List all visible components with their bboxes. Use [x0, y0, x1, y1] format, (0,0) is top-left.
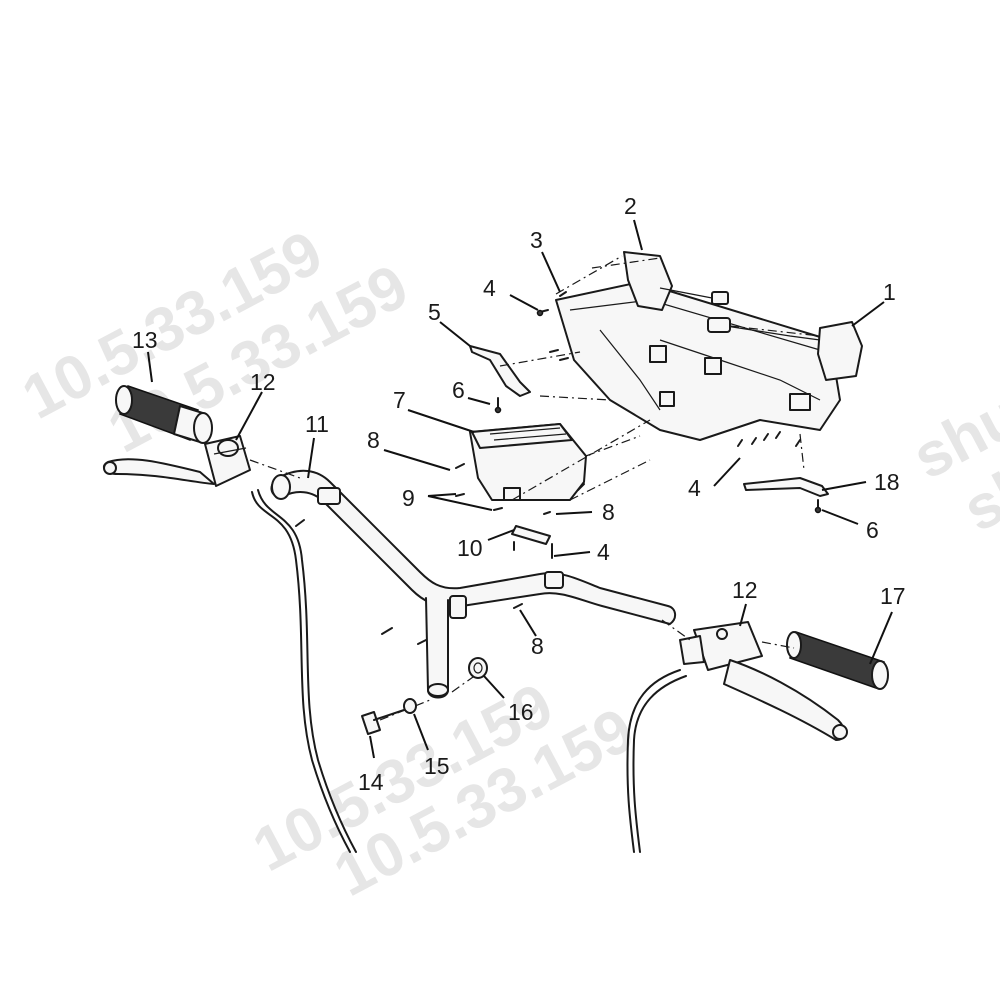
callout-8-upper: 8	[367, 427, 380, 453]
callout-3: 3	[530, 227, 543, 253]
meter-housing	[469, 423, 587, 501]
callout-16: 16	[508, 699, 534, 725]
callout-18: 18	[874, 469, 900, 495]
right-grip	[786, 631, 889, 690]
callout-9: 9	[402, 485, 415, 511]
leader-lines	[147, 219, 893, 759]
callout-10: 10	[457, 535, 483, 561]
left-bracket	[469, 345, 531, 397]
callout-2: 2	[624, 193, 637, 219]
right-lever	[679, 621, 848, 741]
right-bracket	[743, 477, 829, 497]
callout-1: 1	[883, 279, 896, 305]
left-switch	[623, 251, 729, 311]
bracket	[511, 525, 551, 545]
left-lever	[102, 435, 251, 487]
callout-8-right: 8	[602, 499, 615, 525]
callout-5: 5	[428, 299, 441, 325]
callout-12-right: 12	[732, 577, 758, 603]
callouts: 1 2 3 4 5 6 7 8 9 8 10 4 11 12 13 4 18 6…	[132, 193, 906, 795]
callout-8-lower: 8	[531, 633, 544, 659]
callout-11: 11	[305, 411, 329, 437]
handlebar	[270, 469, 676, 699]
callout-14: 14	[358, 769, 384, 795]
callout-13: 13	[132, 327, 158, 353]
callout-6-right: 6	[866, 517, 879, 543]
right-switch	[707, 317, 863, 381]
screws	[295, 291, 822, 735]
callout-4-top: 4	[483, 275, 496, 301]
callout-15: 15	[424, 753, 450, 779]
watermark-brand: shuai shuai	[902, 356, 1000, 545]
callout-4-mid: 4	[597, 539, 610, 565]
callout-17: 17	[880, 583, 906, 609]
callout-6-left: 6	[452, 377, 465, 403]
callout-4-right: 4	[688, 475, 701, 501]
handlebar-cover	[555, 281, 841, 441]
callout-12-left: 12	[250, 369, 276, 395]
callout-7: 7	[393, 387, 406, 413]
left-grip	[115, 385, 213, 444]
